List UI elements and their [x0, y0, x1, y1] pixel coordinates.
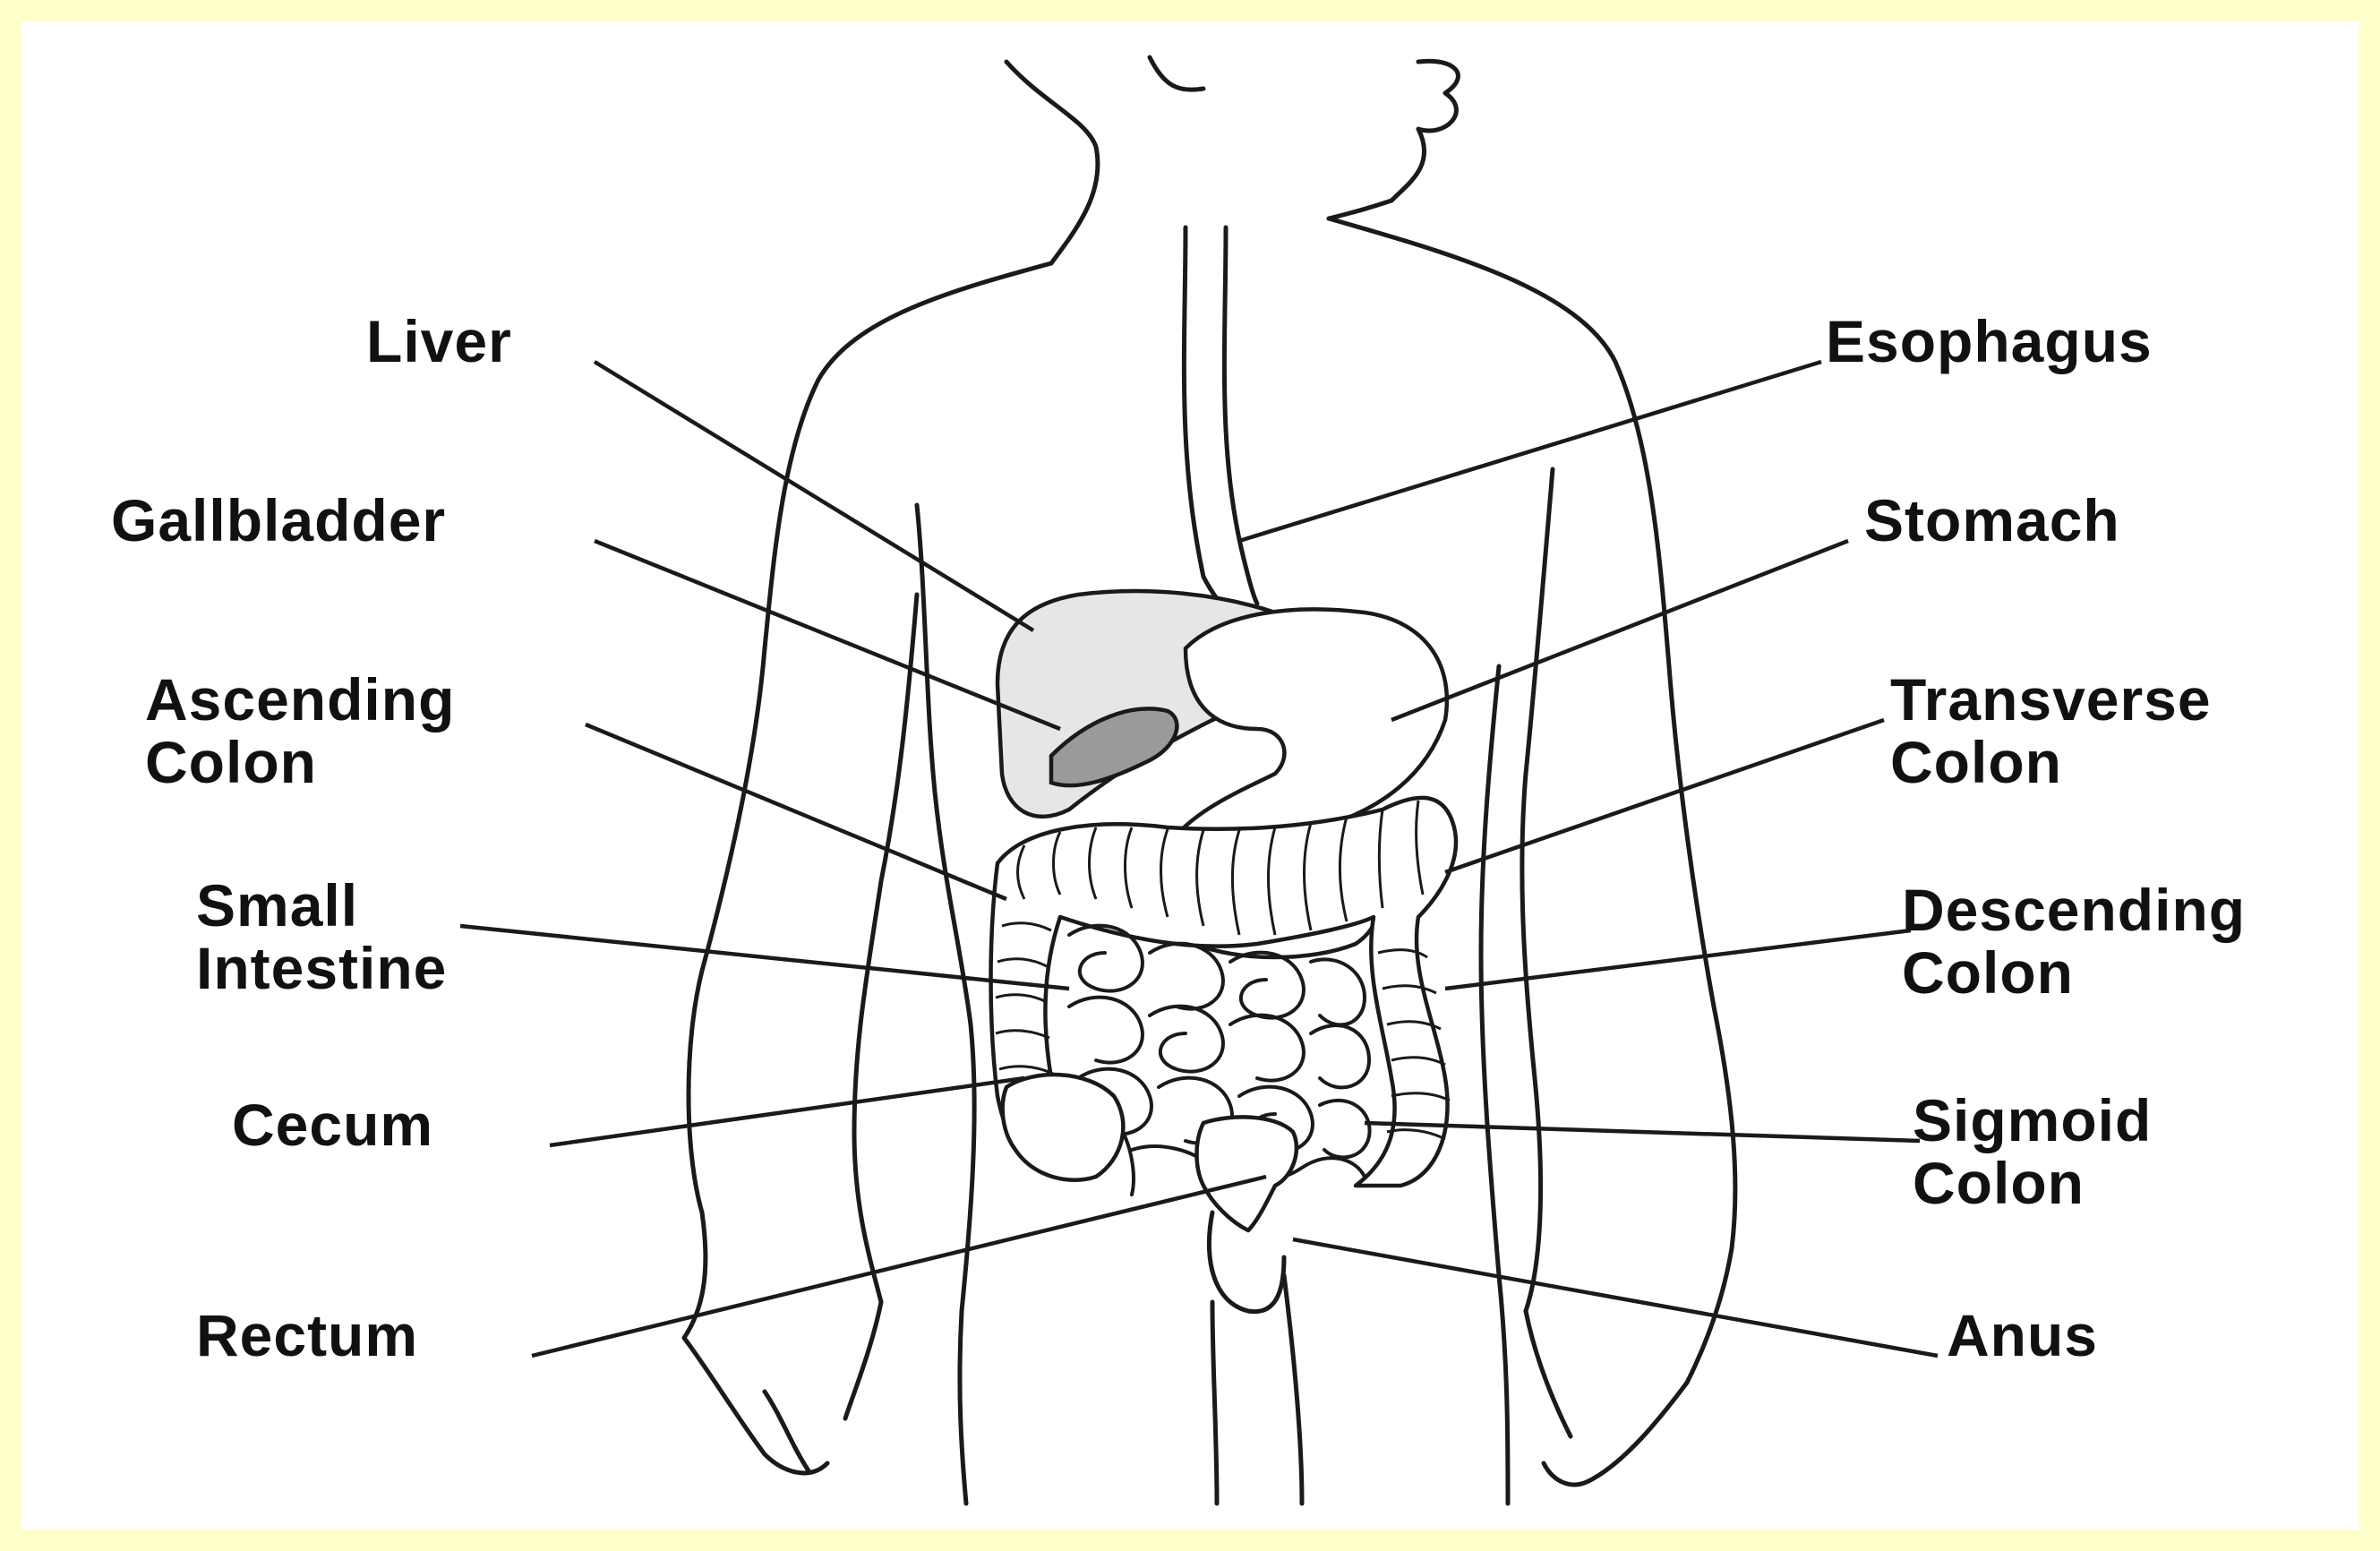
digestive-system-diagram: Liver Gallbladder Ascending Colon Small … — [21, 21, 2359, 1530]
label-cecum: Cecum — [232, 1092, 433, 1158]
esophagus-tube — [1184, 227, 1257, 613]
label-rectum: Rectum — [196, 1302, 418, 1368]
label-descending-colon-line1: Descending — [1902, 877, 2246, 943]
leader-gallbladder — [595, 541, 1060, 729]
label-transverse-colon-line1: Transverse — [1890, 666, 2212, 733]
leader-rectum — [532, 1177, 1266, 1356]
leader-sigmoid-colon — [1365, 1123, 1920, 1141]
label-ascending-colon-line1: Ascending — [145, 666, 455, 733]
leader-descending-colon — [1445, 930, 1911, 989]
leader-anus — [1293, 1239, 1938, 1356]
label-stomach: Stomach — [1864, 487, 2120, 553]
label-descending-colon-line2: Colon — [1902, 939, 2074, 1006]
leader-small-intestine — [460, 926, 1069, 989]
leader-transverse-colon — [1445, 720, 1884, 872]
label-gallbladder: Gallbladder — [111, 487, 446, 553]
diagram-panel: Liver Gallbladder Ascending Colon Small … — [21, 21, 2359, 1530]
label-anus: Anus — [1947, 1302, 2098, 1368]
label-small-intestine-line2: Intestine — [196, 935, 447, 1001]
label-small-intestine-line1: Small — [196, 872, 358, 938]
label-ascending-colon-line2: Colon — [145, 729, 317, 795]
label-transverse-colon-line2: Colon — [1890, 729, 2062, 795]
label-sigmoid-colon-line2: Colon — [1913, 1150, 2085, 1216]
body-outline — [684, 57, 1735, 1504]
leader-cecum — [550, 1078, 1024, 1145]
leader-esophagus — [1239, 362, 1821, 541]
cecum-shape — [1003, 1075, 1124, 1180]
leader-liver — [595, 362, 1033, 630]
label-liver: Liver — [366, 308, 512, 374]
appendix-shape — [1123, 1132, 1134, 1195]
label-esophagus: Esophagus — [1826, 308, 2153, 374]
leader-stomach — [1391, 541, 1848, 720]
leader-ascending-colon — [586, 724, 1006, 899]
label-sigmoid-colon-line1: Sigmoid — [1913, 1087, 2152, 1153]
